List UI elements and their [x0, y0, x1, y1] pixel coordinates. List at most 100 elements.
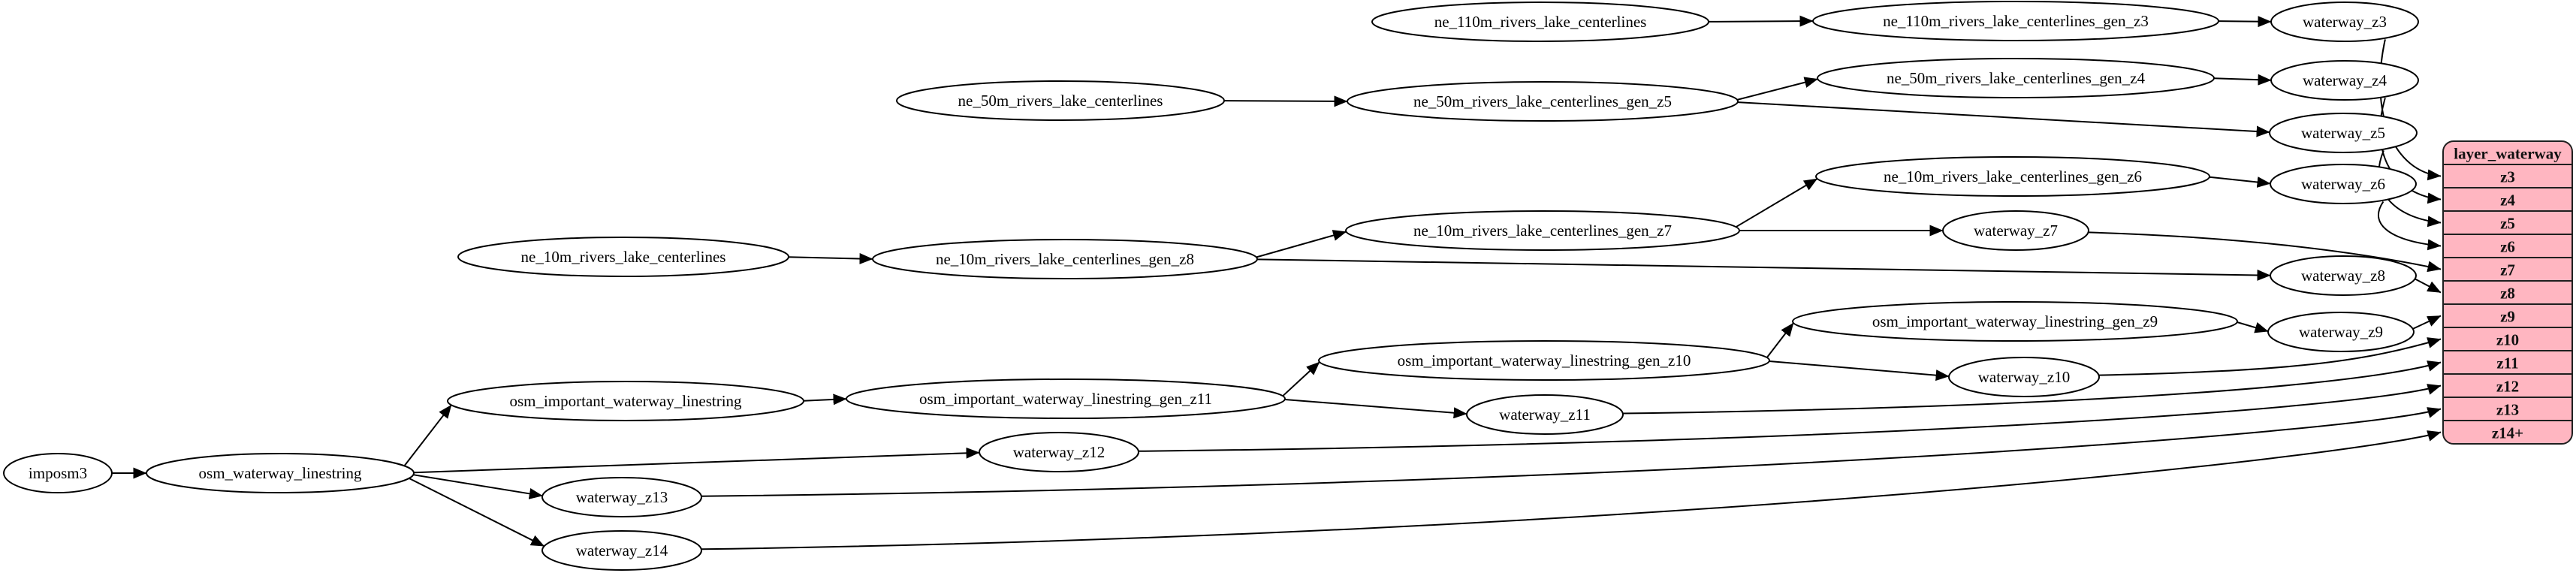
edge-waterway_z10--layer_waterway-z10 [2098, 337, 2442, 376]
node-osm_important_waterway_linestring-label: osm_important_waterway_linestring [509, 392, 742, 410]
node-imposm3: imposm3 [3, 453, 113, 493]
edge-ne_50m_rivers_lake_centerlines_gen_z4--waterway_z4 [2213, 74, 2272, 86]
table-row-z6: z6 [2500, 238, 2515, 256]
edge-ne_110m_rivers_lake_centerlines--ne_110m_rivers_lake_centerlines_gen_z3 [1708, 15, 1814, 27]
node-waterway_z4-shape [2270, 60, 2419, 101]
node-osm_important_waterway_linestring_gen_z9-shape [1792, 301, 2238, 342]
edge-waterway_z12--layer_waterway-z12 [1138, 384, 2442, 452]
edge-osm_important_waterway_linestring_gen_z11--osm_important_waterway_linestring_gen_z10 [1282, 361, 1320, 397]
edge-osm_waterway_linestring--waterway_z13 [413, 474, 543, 499]
node-ne_10m_rivers_lake_centerlines_gen_z8: ne_10m_rivers_lake_centerlines_gen_z8 [872, 239, 1258, 279]
edge-osm_important_waterway_linestring_gen_z9--waterway_z9 [2237, 321, 2269, 333]
node-osm_important_waterway_linestring_gen_z10-shape [1318, 340, 1770, 381]
table-row-z13: z13 [2496, 401, 2519, 419]
node-osm_important_waterway_linestring_gen_z9-label: osm_important_waterway_linestring_gen_z9 [1872, 312, 2158, 330]
node-osm_important_waterway_linestring_gen_z11-label: osm_important_waterway_linestring_gen_z1… [919, 390, 1212, 408]
node-ne_50m_rivers_lake_centerlines-shape [896, 80, 1225, 121]
edge-osm_important_waterway_linestring_gen_z11--waterway_z11 [1284, 399, 1467, 419]
node-osm_important_waterway_linestring_gen_z9: osm_important_waterway_linestring_gen_z9 [1792, 301, 2238, 342]
table-row-z14+: z14+ [2492, 424, 2523, 442]
table-row-z7: z7 [2500, 261, 2515, 279]
node-ne_50m_rivers_lake_centerlines_gen_z5: ne_50m_rivers_lake_centerlines_gen_z5 [1347, 81, 1739, 122]
node-ne_10m_rivers_lake_centerlines: ne_10m_rivers_lake_centerlines [457, 237, 789, 277]
node-osm_important_waterway_linestring_gen_z11-shape [846, 378, 1286, 419]
edge-waterway_z9--layer_waterway-z9 [2412, 315, 2442, 330]
table-row-z5: z5 [2500, 215, 2515, 233]
edge-osm_important_waterway_linestring--osm_important_waterway_linestring_gen_z11 [803, 394, 847, 406]
node-ne_10m_rivers_lake_centerlines_gen_z7-label: ne_10m_rivers_lake_centerlines_gen_z7 [1413, 222, 1672, 240]
node-ne_10m_rivers_lake_centerlines_gen_z7: ne_10m_rivers_lake_centerlines_gen_z7 [1345, 210, 1740, 251]
edge-waterway_z14--layer_waterway-z14+ [701, 430, 2442, 550]
node-waterway_z12-label: waterway_z12 [1013, 443, 1105, 461]
node-ne_10m_rivers_lake_centerlines_gen_z8-label: ne_10m_rivers_lake_centerlines_gen_z8 [936, 250, 1194, 268]
node-waterway_z8-label: waterway_z8 [2301, 267, 2385, 285]
node-waterway_z12-shape [979, 432, 1139, 472]
edge-ne_10m_rivers_lake_centerlines--ne_10m_rivers_lake_centerlines_gen_z8 [788, 252, 873, 264]
edges-layer [112, 15, 2442, 550]
edge-osm_waterway_linestring--waterway_z12 [413, 447, 980, 474]
node-waterway_z6-label: waterway_z6 [2301, 175, 2385, 193]
node-ne_110m_rivers_lake_centerlines_gen_z3: ne_110m_rivers_lake_centerlines_gen_z3 [1812, 1, 2219, 41]
node-waterway_z11-shape [1466, 394, 1624, 435]
table-row-z10: z10 [2496, 331, 2519, 349]
edge-osm_waterway_linestring--waterway_z14 [409, 478, 545, 547]
node-waterway_z14: waterway_z14 [541, 530, 702, 571]
node-waterway_z10-shape [1948, 357, 2100, 397]
node-ne_50m_rivers_lake_centerlines_gen_z4: ne_50m_rivers_lake_centerlines_gen_z4 [1817, 58, 2215, 98]
node-ne_50m_rivers_lake_centerlines_gen_z4-label: ne_50m_rivers_lake_centerlines_gen_z4 [1887, 69, 2146, 87]
node-ne_10m_rivers_lake_centerlines-label: ne_10m_rivers_lake_centerlines [521, 248, 726, 266]
node-ne_10m_rivers_lake_centerlines_gen_z7-shape [1345, 210, 1740, 251]
table-row-z8: z8 [2500, 285, 2515, 303]
node-ne_10m_rivers_lake_centerlines_gen_z6: ne_10m_rivers_lake_centerlines_gen_z6 [1815, 156, 2210, 197]
table-layer_waterway-title: layer_waterway [2454, 145, 2562, 163]
node-ne_10m_rivers_lake_centerlines-shape [457, 237, 789, 277]
node-waterway_z13-label: waterway_z13 [576, 488, 668, 506]
node-waterway_z7: waterway_z7 [1942, 210, 2089, 251]
node-waterway_z3-shape [2270, 2, 2419, 42]
edge-waterway_z13--layer_waterway-z13 [701, 407, 2442, 497]
node-waterway_z7-shape [1942, 210, 2089, 251]
table-row-z9: z9 [2500, 308, 2515, 326]
node-waterway_z13-shape [541, 477, 702, 517]
node-waterway_z14-shape [541, 530, 702, 571]
edge-waterway_z11--layer_waterway-z11 [1622, 360, 2442, 415]
node-ne_110m_rivers_lake_centerlines: ne_110m_rivers_lake_centerlines [1371, 2, 1709, 42]
node-ne_50m_rivers_lake_centerlines-label: ne_50m_rivers_lake_centerlines [958, 92, 1163, 110]
node-waterway_z5-label: waterway_z5 [2301, 124, 2385, 142]
edge-waterway_z3--layer_waterway-z3 [2379, 39, 2442, 181]
edge-ne_10m_rivers_lake_centerlines_gen_z7--ne_10m_rivers_lake_centerlines_gen_z6 [1735, 178, 1818, 228]
edge-ne_50m_rivers_lake_centerlines_gen_z5--waterway_z5 [1737, 101, 2270, 137]
node-waterway_z11: waterway_z11 [1466, 394, 1624, 435]
node-waterway_z5: waterway_z5 [2269, 113, 2418, 153]
node-ne_50m_rivers_lake_centerlines_gen_z5-shape [1347, 81, 1739, 122]
node-waterway_z9: waterway_z9 [2267, 312, 2415, 352]
node-ne_110m_rivers_lake_centerlines_gen_z3-label: ne_110m_rivers_lake_centerlines_gen_z3 [1883, 12, 2149, 30]
node-waterway_z4-label: waterway_z4 [2303, 71, 2387, 89]
table-row-z11: z11 [2496, 354, 2518, 372]
node-osm_important_waterway_linestring-shape [447, 381, 804, 421]
edge-osm_important_waterway_linestring_gen_z10--waterway_z10 [1769, 360, 1950, 381]
node-waterway_z9-label: waterway_z9 [2299, 323, 2383, 341]
node-waterway_z3: waterway_z3 [2270, 2, 2419, 42]
node-waterway_z8-shape [2270, 255, 2417, 296]
node-ne_110m_rivers_lake_centerlines-shape [1371, 2, 1709, 42]
node-waterway_z10-label: waterway_z10 [1978, 368, 2070, 386]
edge-ne_10m_rivers_lake_centerlines_gen_z8--waterway_z8 [1256, 258, 2271, 281]
edge-waterway_z8--layer_waterway-z8 [2415, 278, 2442, 294]
node-waterway_z13: waterway_z13 [541, 477, 702, 517]
node-ne_50m_rivers_lake_centerlines_gen_z5-label: ne_50m_rivers_lake_centerlines_gen_z5 [1413, 92, 1672, 110]
edge-ne_10m_rivers_lake_centerlines_gen_z8--ne_10m_rivers_lake_centerlines_gen_z7 [1256, 230, 1347, 258]
node-waterway_z11-label: waterway_z11 [1499, 406, 1591, 424]
node-osm_important_waterway_linestring_gen_z10-label: osm_important_waterway_linestring_gen_z1… [1398, 351, 1691, 369]
node-ne_50m_rivers_lake_centerlines_gen_z4-shape [1817, 58, 2215, 98]
node-waterway_z4: waterway_z4 [2270, 60, 2419, 101]
node-osm_important_waterway_linestring: osm_important_waterway_linestring [447, 381, 804, 421]
node-ne_10m_rivers_lake_centerlines_gen_z6-label: ne_10m_rivers_lake_centerlines_gen_z6 [1884, 167, 2142, 185]
table-row-z12: z12 [2496, 378, 2519, 396]
node-waterway_z12: waterway_z12 [979, 432, 1139, 472]
node-imposm3-shape [3, 453, 113, 493]
node-osm_waterway_linestring-shape [146, 453, 415, 493]
node-ne_10m_rivers_lake_centerlines_gen_z6-shape [1815, 156, 2210, 197]
node-osm_waterway_linestring: osm_waterway_linestring [146, 453, 415, 493]
